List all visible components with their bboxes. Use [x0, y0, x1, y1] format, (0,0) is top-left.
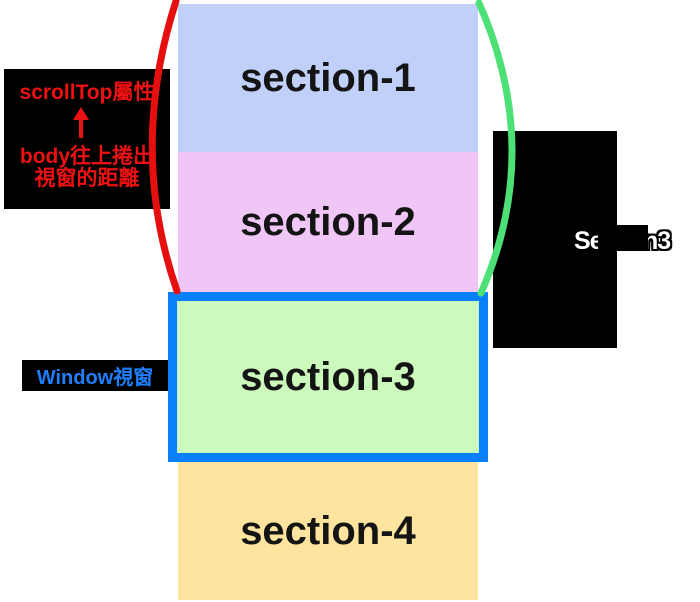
up-arrow-icon: [73, 107, 89, 138]
scroll-distance-label-line1: body往上捲出: [19, 145, 155, 168]
section-2-label: section-2: [240, 199, 416, 244]
section-3-label: section-3: [240, 354, 416, 399]
section-1-label: section-1: [240, 55, 416, 100]
scrolltop-attr-label: scrollTop屬性: [19, 81, 155, 104]
scrolltop-annotation-box: scrollTop屬性 body往上捲出 視窗的距離: [4, 69, 170, 209]
window-label-box: Window視窗: [22, 360, 168, 391]
right-label-overlay: [598, 225, 648, 251]
section-2-block: section-2: [178, 152, 478, 292]
section-4-block: section-4: [178, 462, 478, 600]
window-viewport-box: section-3: [168, 292, 488, 462]
window-label: Window視窗: [36, 367, 154, 389]
scroll-distance-label-line2: 視窗的距離: [34, 167, 140, 190]
section-4-label: section-4: [240, 508, 416, 553]
section-1-block: section-1: [178, 4, 478, 152]
